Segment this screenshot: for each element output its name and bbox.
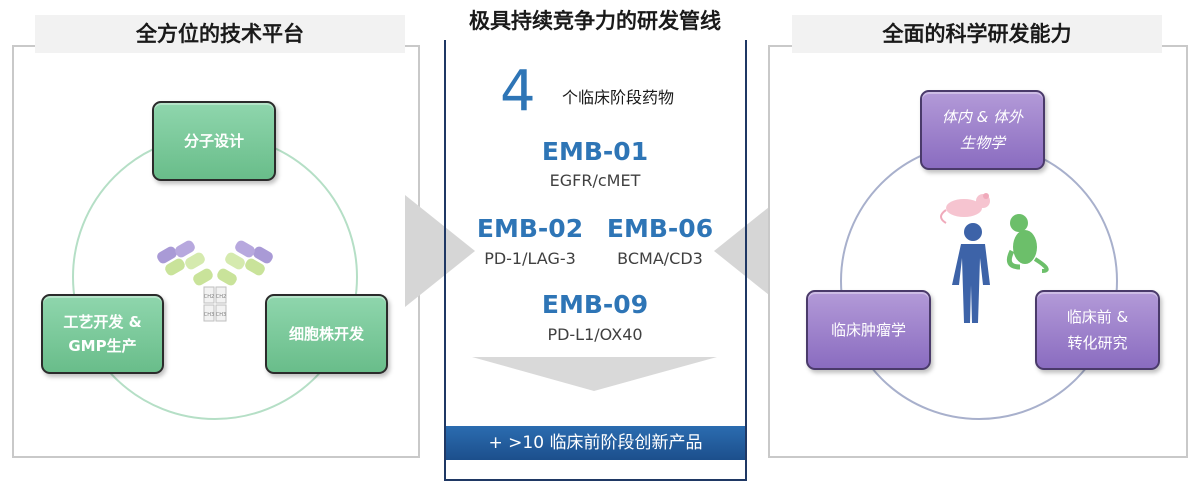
clinical-count-number: 4 — [500, 59, 536, 124]
mouse-icon — [940, 193, 990, 224]
drug-emb02-name: EMB-02 — [476, 214, 584, 243]
left-panel-title: 全方位的技术平台 — [35, 15, 405, 53]
biology-label-2: 生物学 — [959, 134, 1005, 152]
right-panel-title: 全面的科学研发能力 — [792, 15, 1162, 53]
translational-research-box: 临床前 & 转化研究 — [1035, 290, 1160, 370]
drug-emb06-name: EMB-06 — [606, 214, 714, 243]
clinical-oncology-box: 临床肿瘤学 — [806, 290, 931, 370]
biology-box: 体内 & 体外 生物学 — [920, 90, 1045, 170]
molecule-design-label: 分子设计 — [183, 132, 244, 150]
down-arrow-icon — [472, 357, 717, 391]
process-development-label-1: 工艺开发 & — [63, 313, 142, 331]
biology-label-1: 体内 & 体外 — [941, 108, 1024, 126]
svg-text:CH2: CH2 — [204, 294, 214, 300]
monkey-icon — [1006, 214, 1049, 273]
clinical-oncology-label: 临床肿瘤学 — [830, 321, 906, 339]
clinical-count-text: 个临床阶段药物 — [562, 88, 675, 107]
left-arrow-icon — [405, 195, 475, 307]
svg-text:CH2: CH2 — [216, 294, 226, 300]
cell-line-box: 细胞株开发 — [265, 294, 388, 374]
center-panel — [444, 40, 747, 481]
drug-emb02-target: PD-1/LAG-3 — [484, 249, 576, 268]
preclinical-products-bar: + >10 临床前阶段创新产品 — [446, 426, 745, 460]
right-cycle-diagram — [840, 142, 1118, 420]
translational-label-2: 转化研究 — [1067, 334, 1128, 352]
drug-emb01-target: EGFR/cMET — [549, 171, 641, 190]
cell-line-label: 细胞株开发 — [288, 325, 364, 343]
center-panel-title: 极具持续竞争力的研发管线 — [469, 9, 721, 33]
process-development-box: 工艺开发 & GMP生产 — [41, 294, 164, 374]
right-arrow-icon — [714, 195, 784, 307]
human-body-icon — [952, 223, 990, 323]
antibody-icon: CH2 CH2 CH3 CH3 — [157, 240, 273, 322]
molecule-design-box: 分子设计 — [152, 101, 276, 181]
svg-text:CH3: CH3 — [204, 312, 214, 318]
drug-emb09-name: EMB-09 — [541, 290, 649, 319]
translational-label-1: 临床前 & — [1066, 308, 1129, 326]
drug-emb01-name: EMB-01 — [541, 137, 649, 166]
svg-text:CH3: CH3 — [216, 312, 226, 318]
drug-emb06-target: BCMA/CD3 — [617, 249, 703, 268]
process-development-label-2: GMP生产 — [68, 337, 137, 355]
drug-emb09-target: PD-L1/OX40 — [547, 325, 643, 344]
